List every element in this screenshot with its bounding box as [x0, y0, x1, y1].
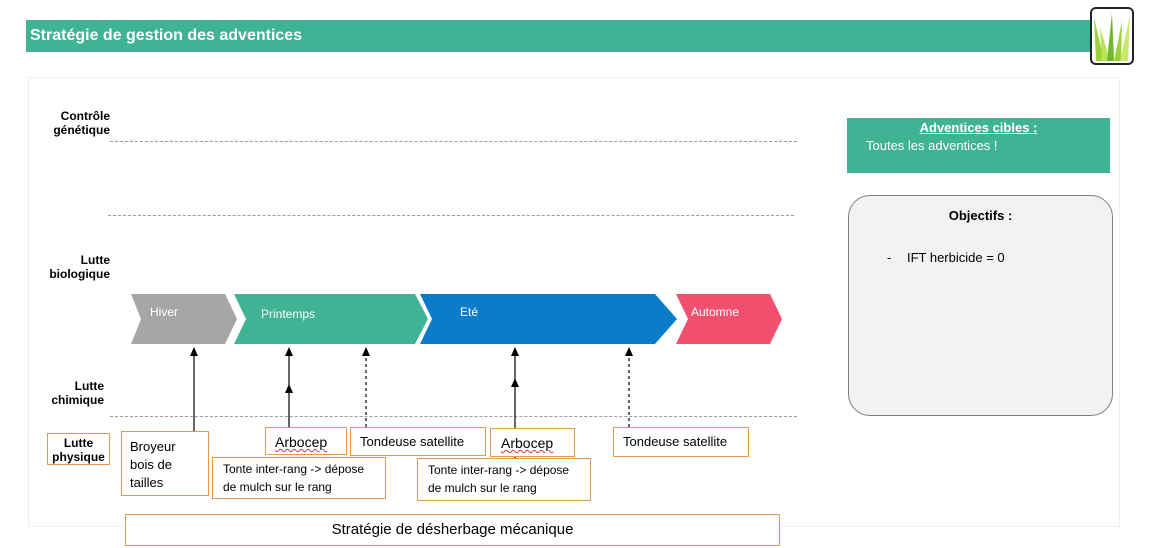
intervention-broyeur-text: Broyeur bois de tailles: [130, 439, 176, 490]
intervention-tonte-2-text: Tonte inter-rang -> dépose de mulch sur …: [428, 463, 570, 495]
strategy-label: Stratégie de désherbage mécanique: [331, 521, 574, 538]
season-chevron-automne: [676, 294, 782, 344]
arrow-arbocep-1: [285, 347, 293, 428]
row-label-lutte-biologique: Lutte biologique: [49, 253, 110, 281]
season-chevron-hiver: [131, 294, 237, 344]
page-title: Stratégie de gestion des adventices: [26, 20, 1118, 52]
arrow-tondeuse-1: [362, 347, 370, 427]
season-label-ete: Eté: [460, 305, 479, 319]
arrow-tondeuse-2: [625, 347, 633, 427]
season-chevron-printemps: [234, 294, 428, 344]
intervention-tonte-2: Tonte inter-rang -> dépose de mulch sur …: [417, 458, 591, 501]
row-label-lutte-physique: Lutte physique: [47, 433, 110, 465]
season-label-automne: Automne: [691, 305, 740, 319]
objectives-box: Objectifs : - IFT herbicide = 0: [848, 195, 1113, 416]
page-title-text: Stratégie de gestion des adventices: [30, 27, 303, 44]
objectives-heading: Objectifs :: [948, 208, 1013, 223]
intervention-arbocep-1-text: Arbocep: [275, 434, 328, 450]
target-weeds-heading: Adventices cibles :: [919, 120, 1038, 135]
target-weeds-box: Adventices cibles : Toutes les adventice…: [847, 118, 1110, 173]
season-label-hiver: Hiver: [150, 305, 179, 319]
separator-line: [108, 215, 794, 216]
intervention-tonte-1: Tonte inter-rang -> dépose de mulch sur …: [212, 457, 386, 499]
arrow-broyeur: [190, 347, 198, 432]
separator-line: [110, 416, 797, 417]
intervention-arbocep-2: Arbocep: [490, 428, 575, 457]
strategy-banner: Stratégie de désherbage mécanique: [125, 514, 780, 546]
intervention-arbocep-1: Arbocep: [265, 427, 347, 455]
objective-item: - IFT herbicide = 0: [887, 250, 1005, 265]
objective-bullet: -: [887, 250, 892, 265]
objective-item-text: IFT herbicide = 0: [906, 250, 1005, 265]
intervention-tonte-1-text: Tonte inter-rang -> dépose de mulch sur …: [223, 462, 365, 494]
season-label-printemps: Printemps: [261, 307, 316, 321]
intervention-tondeuse-1: Tondeuse satellite: [350, 427, 486, 456]
intervention-tondeuse-2-text: Tondeuse satellite: [623, 434, 728, 449]
row-label-lutte-chimique: Lutte chimique: [51, 379, 104, 407]
row-label-lutte-physique-text: Lutte physique: [52, 436, 105, 464]
intervention-broyeur: Broyeur bois de tailles: [121, 431, 209, 496]
intervention-tondeuse-1-text: Tondeuse satellite: [360, 434, 465, 449]
separator-line: [110, 141, 797, 142]
season-chevron-ete: [420, 294, 677, 344]
grass-logo-icon: [1090, 7, 1134, 65]
intervention-tondeuse-2: Tondeuse satellite: [613, 427, 749, 457]
row-label-controle-genetique: Contrôle génétique: [53, 109, 110, 137]
target-weeds-text: Toutes les adventices !: [866, 138, 998, 153]
intervention-arbocep-2-text: Arbocep: [501, 435, 554, 451]
